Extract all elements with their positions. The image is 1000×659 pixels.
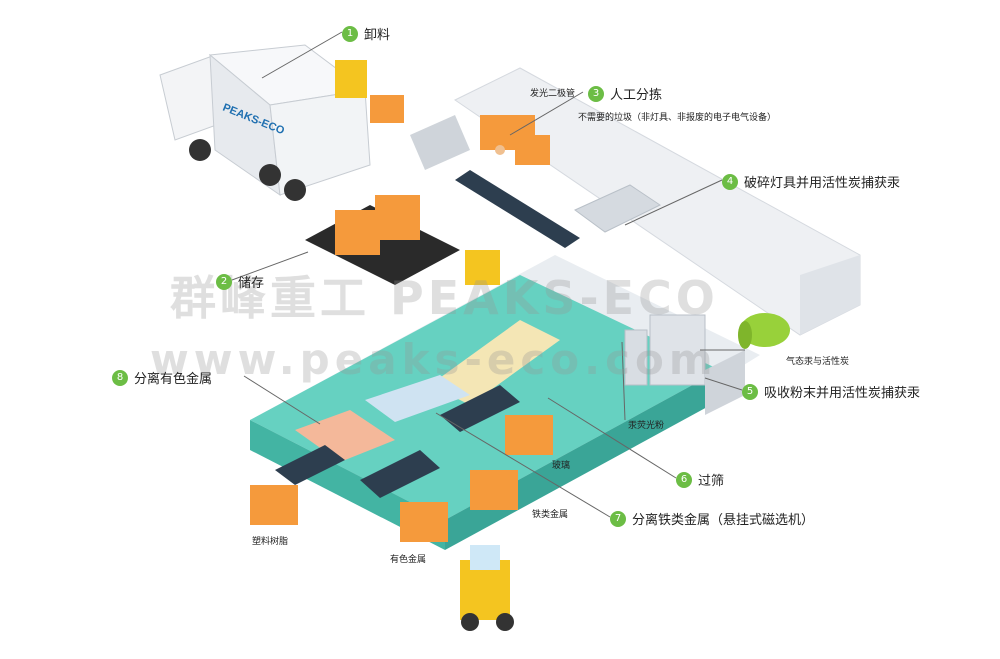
crusher [574,184,662,233]
label-nonferrous: 有色金属 [390,555,427,565]
forklift-storage [465,250,500,285]
step-5-callout: 5 吸收粉末并用活性炭捕获汞 [742,382,920,401]
step-6-number: 6 [676,471,692,488]
step-2-label: 储存 [238,276,265,291]
crate-storage [335,210,380,255]
crate-storage [375,195,420,240]
label-phosphor: 汞荧光粉 [628,421,665,431]
step-4-callout: 4 破碎灯具并用活性炭捕获汞 [722,172,900,191]
step-1-label: 卸料 [364,28,391,43]
step-7-callout: 7 分离铁类金属（悬挂式磁选机） [610,509,814,528]
wheel [189,139,211,161]
label-mercury-gas: 气态汞与活性炭 [786,357,850,367]
label-led: 发光二极管 [530,89,576,99]
step-4-number: 4 [722,173,738,190]
crate-plastic [250,485,298,525]
label-unneeded: 不需要的垃圾（非灯具、非报废的电子电气设备） [578,113,777,123]
hopper [410,115,470,170]
step-7-number: 7 [610,510,626,527]
step-5-label: 吸收粉末并用活性炭捕获汞 [764,386,921,401]
sorting-conveyor [455,170,580,248]
label-plastic: 塑料树脂 [252,537,289,547]
platform-side [250,420,445,550]
step-6-callout: 6 过筛 [676,470,724,489]
step-1-number: 1 [342,25,358,42]
watermark-line1: 群峰重工 PEAKS-ECO [170,271,719,325]
step-8-label: 分离有色金属 [134,372,213,387]
step-8-callout: 8 分离有色金属 [112,368,212,387]
forklift-top [335,60,367,98]
step-8-number: 8 [112,369,128,386]
crate-glass [505,415,553,455]
label-ferrous: 铁类金属 [532,510,569,520]
wheel [284,179,306,201]
step-2-number: 2 [216,273,232,290]
step-7-label: 分离铁类金属（悬挂式磁选机） [632,513,815,528]
nonferrous-separator [295,410,395,462]
watermark-line2: www.peaks-eco.com [150,335,718,384]
wheel [259,164,281,186]
filter-box [705,350,745,415]
belt-c [440,385,520,432]
step-3-label: 人工分拣 [610,88,663,103]
worker [495,145,505,155]
belt-b [360,450,440,498]
sieve-belt [430,320,560,405]
step-4-label: 破碎灯具并用活性炭捕获汞 [744,176,901,191]
crate-nonferrous [400,502,448,542]
step-5-number: 5 [742,383,758,400]
step-3-callout: 3 人工分拣 [588,84,662,103]
crate-waste [515,135,550,165]
wall-end [800,255,860,335]
belt-a [275,445,345,485]
leader-lines [231,31,745,518]
step-2-callout: 2 储存 [216,272,264,291]
carbon-cylinder [740,313,790,347]
tank-1 [624,329,648,386]
magnetic-separator [365,375,470,422]
step-6-label: 过筛 [698,474,725,489]
label-glass: 玻璃 [552,461,571,471]
crate-ferrous [470,470,518,510]
step-3-number: 3 [588,85,604,102]
forklift-cab [470,545,500,570]
truck-back [269,89,371,196]
step-1-callout: 1 卸料 [342,24,390,43]
crate-unload [370,95,404,123]
